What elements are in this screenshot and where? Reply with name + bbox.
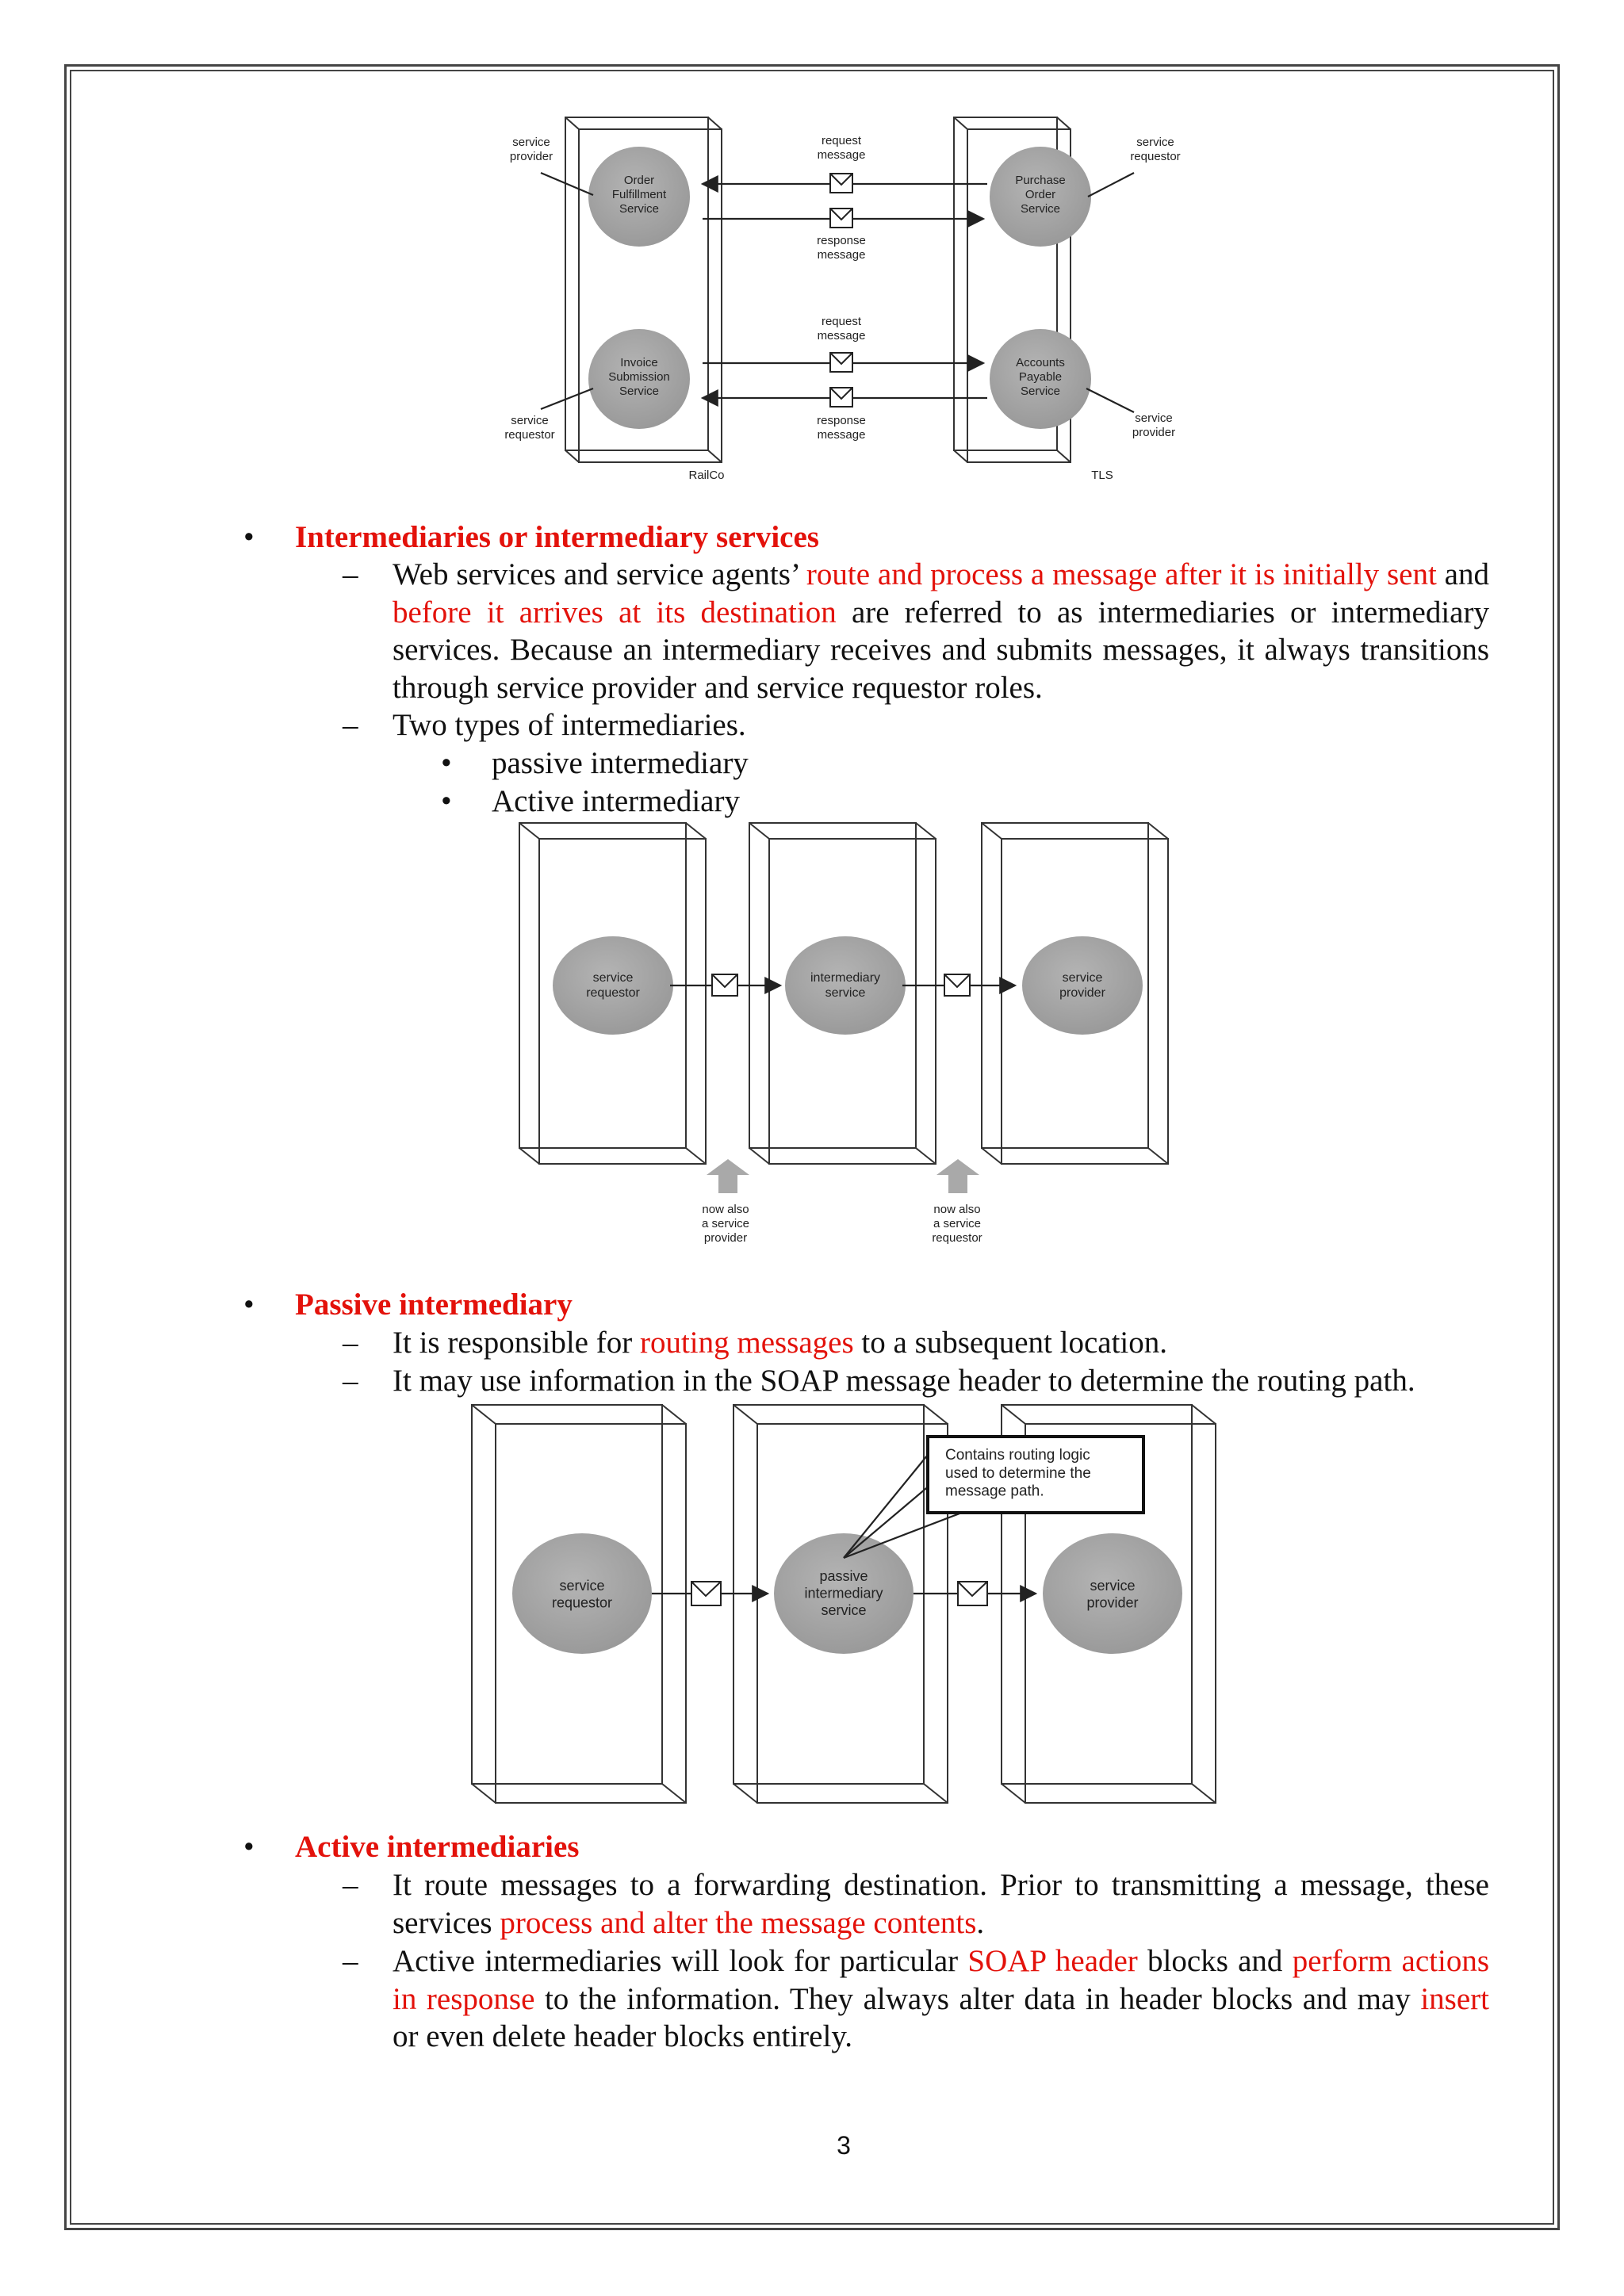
text-segment: and [1436,557,1489,591]
highlight-process-alter: process and alter the message contents [500,1905,977,1940]
tls-box [953,117,1071,463]
envelope-icon [829,387,853,408]
text-passive-intermediary-item: passive intermediary [492,746,749,780]
service-requestor-node [553,936,673,1035]
highlight-routing-messages: routing messages [639,1326,854,1360]
envelope-icon [829,173,853,193]
arrow-up-icon [707,1159,749,1193]
page-number: 3 [837,2131,851,2160]
bullet: • [441,784,452,818]
envelope-icon [829,352,853,373]
text-two-types: Two types of intermediaries. [393,708,746,742]
text-segment: to a subsequent location. [853,1326,1168,1360]
text-segment: Web services and service agents’ [393,557,806,591]
envelope-icon [711,974,738,997]
heading-passive-intermediary: Passive intermediary [295,1288,573,1322]
envelope-icon [957,1581,988,1606]
dash-marker: – [343,1326,358,1360]
callout-box [926,1435,1145,1514]
service-provider-node [1043,1533,1182,1654]
text-segment: Active intermediaries will look for part… [393,1944,968,1978]
railco-box [565,117,722,463]
page-border-inner [70,70,1554,2225]
text-segment: are referred to as intermediaries or int… [393,595,1489,705]
text-segment: or even delete header blocks entirely. [393,2019,853,2053]
envelope-icon [944,974,971,997]
paragraph-intermediaries-definition: Web services and service agents’ route a… [393,556,1489,706]
page-border-outer [64,64,1560,2230]
dash-marker: – [343,708,358,742]
text-segment: blocks and [1137,1944,1293,1978]
text-passive-soap-header: It may use information in the SOAP messa… [393,1364,1415,1398]
heading-intermediaries: Intermediaries or intermediary services [295,520,819,554]
highlight-before-destination: before it arrives at its destination [393,595,837,629]
order-fulfillment-service-node [588,147,690,247]
label-tls: TLS [1091,469,1113,482]
highlight-perform-actions: perform actions in response [393,1944,1490,2016]
envelope-icon [691,1581,722,1606]
provider-box [981,822,1169,1165]
text-segment: . [976,1905,985,1940]
highlight-route-process: route and process a message after it is … [806,557,1437,591]
paragraph-active-soap-header: Active intermediaries will look for part… [393,1942,1489,2056]
purchase-order-service-node [990,147,1091,247]
highlight-insert: insert [1420,1981,1489,2016]
dash-marker: – [343,1364,358,1398]
bullet: • [243,1288,255,1322]
bullet: • [243,520,255,554]
heading-active-intermediaries: Active intermediaries [295,1830,580,1864]
bullet: • [441,746,452,780]
arrow-up-icon [936,1159,979,1193]
text-segment: It is responsible for [393,1326,640,1360]
intermediary-service-node [785,936,906,1035]
text-segment: to the information. They always alter da… [534,1981,1421,2016]
text-active-intermediary-item: Active intermediary [492,784,740,818]
text-passive-routing: It is responsible for routing messages t… [393,1324,1167,1362]
paragraph-active-route: It route messages to a forwarding destin… [393,1866,1489,1942]
dash-marker: – [343,1944,358,1978]
bullet: • [243,1830,255,1864]
dash-marker: – [343,557,358,591]
envelope-icon [829,208,853,228]
text-segment: It route messages to a forwarding destin… [393,1868,1489,1940]
label-railco: RailCo [688,469,724,482]
dash-marker: – [343,1868,358,1902]
service-provider-node [1022,936,1143,1035]
invoice-submission-service-node [588,329,690,429]
accounts-payable-service-node [990,329,1091,429]
service-requestor-node [512,1533,652,1654]
highlight-soap-header: SOAP header [967,1944,1138,1978]
passive-intermediary-service-node [774,1533,914,1654]
